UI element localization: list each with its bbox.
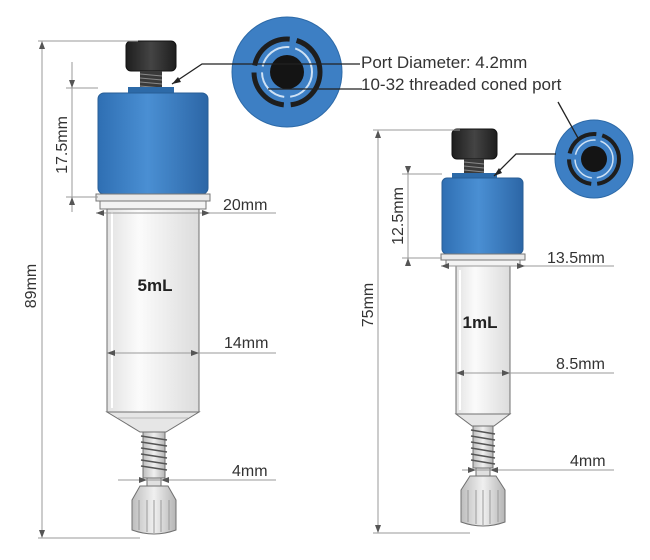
volume-label-1ml: 1mL (463, 313, 498, 332)
port-hole (270, 55, 304, 89)
dimensions-5ml (38, 40, 276, 539)
blue-cap (441, 177, 524, 255)
barrel (455, 265, 511, 415)
threaded-stem (463, 159, 485, 173)
port-thread-callout: 10-32 threaded coned port (361, 75, 562, 94)
volume-label-5ml: 5mL (138, 276, 173, 295)
flange-width-label: 20mm (223, 197, 267, 214)
flange-width-label-1ml: 13.5mm (547, 250, 605, 267)
dimensions-1ml (373, 129, 614, 534)
barrel (106, 208, 200, 413)
luer-thread (470, 425, 496, 469)
luer-thread (140, 431, 168, 479)
port-diameter-callout: Port Diameter: 4.2mm (361, 53, 527, 72)
luer-grip (131, 485, 177, 535)
barrel-width-label-1ml: 8.5mm (556, 356, 605, 373)
port-hole (581, 146, 607, 172)
top-knob (451, 128, 498, 160)
tip-width-label: 4mm (232, 463, 268, 480)
overall-height-label-1ml: 75mm (360, 283, 377, 327)
collar (95, 193, 211, 202)
cap-height-label-1ml: 12.5mm (390, 187, 407, 245)
callout-lines-small (493, 101, 579, 177)
collar (440, 253, 526, 261)
cap-height-label: 17.5mm (54, 116, 71, 174)
overall-height-label: 89mm (23, 264, 40, 308)
port-detail-large (231, 16, 343, 128)
threaded-stem (139, 71, 163, 89)
barrel-width-label: 14mm (224, 335, 268, 352)
barrel-taper (105, 411, 201, 433)
cartridge-1ml (440, 128, 526, 527)
luer-grip (460, 475, 506, 527)
tip-width-label-1ml: 4mm (570, 453, 606, 470)
blue-cap (97, 92, 209, 195)
barrel-taper (454, 413, 512, 427)
port-detail-small (554, 119, 634, 199)
top-knob (125, 40, 177, 72)
callout-lines (171, 63, 362, 90)
